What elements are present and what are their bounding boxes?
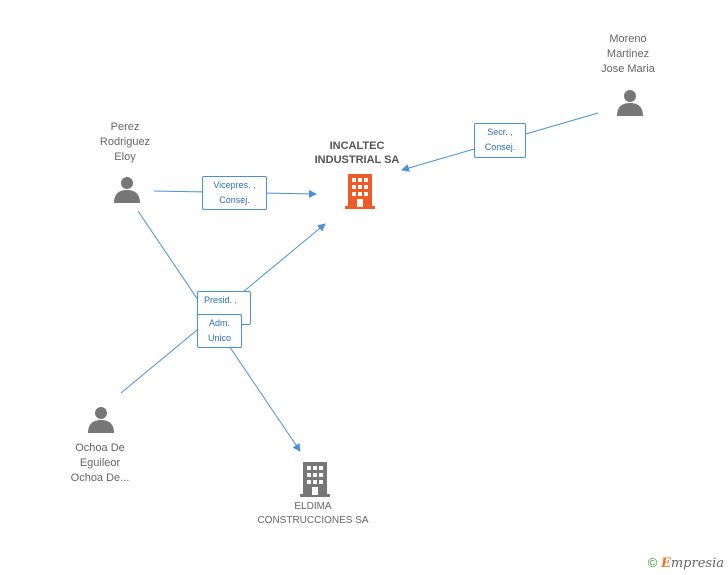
- person-icon[interactable]: [112, 175, 142, 205]
- person-name-line: Martinez: [606, 48, 650, 60]
- role-text: Vicepres. ,: [213, 180, 256, 190]
- person-label-ochoa[interactable]: Ochoa De Eguileor Ochoa De...: [50, 441, 150, 486]
- person-name-line: Moreno: [609, 33, 647, 45]
- building-icon[interactable]: [298, 460, 332, 498]
- person-name-line: Jose Maria: [601, 63, 655, 75]
- person-name-line: Ochoa De...: [70, 472, 130, 484]
- person-icon[interactable]: [86, 405, 116, 435]
- person-icon[interactable]: [615, 88, 645, 118]
- building-icon[interactable]: [343, 172, 377, 210]
- person-name-line: Eloy: [114, 151, 136, 163]
- brand-name: mpresia: [670, 556, 724, 571]
- company-name-line: CONSTRUCCIONES SA: [257, 515, 369, 526]
- empresia-logo[interactable]: © Empresia: [648, 555, 724, 571]
- role-text: Secr. ,: [487, 127, 513, 137]
- company-name-line: INCALTEC: [329, 140, 385, 152]
- copyright-symbol: ©: [647, 555, 658, 570]
- company-label-incaltec[interactable]: INCALTEC INDUSTRIAL SA: [297, 139, 417, 167]
- role-text: Unico: [207, 333, 231, 343]
- role-text: Adm.: [208, 318, 230, 328]
- person-name-line: Rodriguez: [99, 136, 151, 148]
- role-text: Consej.: [219, 195, 250, 205]
- company-name-line: INDUSTRIAL SA: [314, 154, 400, 166]
- role-badge-perez-eldima[interactable]: Adm. Unico: [197, 314, 242, 348]
- company-name-line: ELDIMA: [294, 501, 332, 512]
- role-text: Presid. ,: [204, 295, 238, 305]
- company-label-eldima[interactable]: ELDIMA CONSTRUCCIONES SA: [243, 500, 383, 528]
- person-name-line: Eguileor: [79, 457, 121, 469]
- role-badge-moreno-incaltec[interactable]: Secr. , Consej.: [474, 123, 526, 158]
- person-name-line: Ochoa De: [75, 442, 125, 454]
- brand-initial: E: [660, 556, 671, 571]
- person-label-perez[interactable]: Perez Rodriguez Eloy: [75, 120, 175, 165]
- role-badge-perez-incaltec[interactable]: Vicepres. , Consej.: [202, 176, 267, 210]
- role-text: Consej.: [484, 142, 516, 152]
- person-name-line: Perez: [110, 121, 140, 133]
- person-label-moreno[interactable]: Moreno Martinez Jose Maria: [578, 32, 678, 77]
